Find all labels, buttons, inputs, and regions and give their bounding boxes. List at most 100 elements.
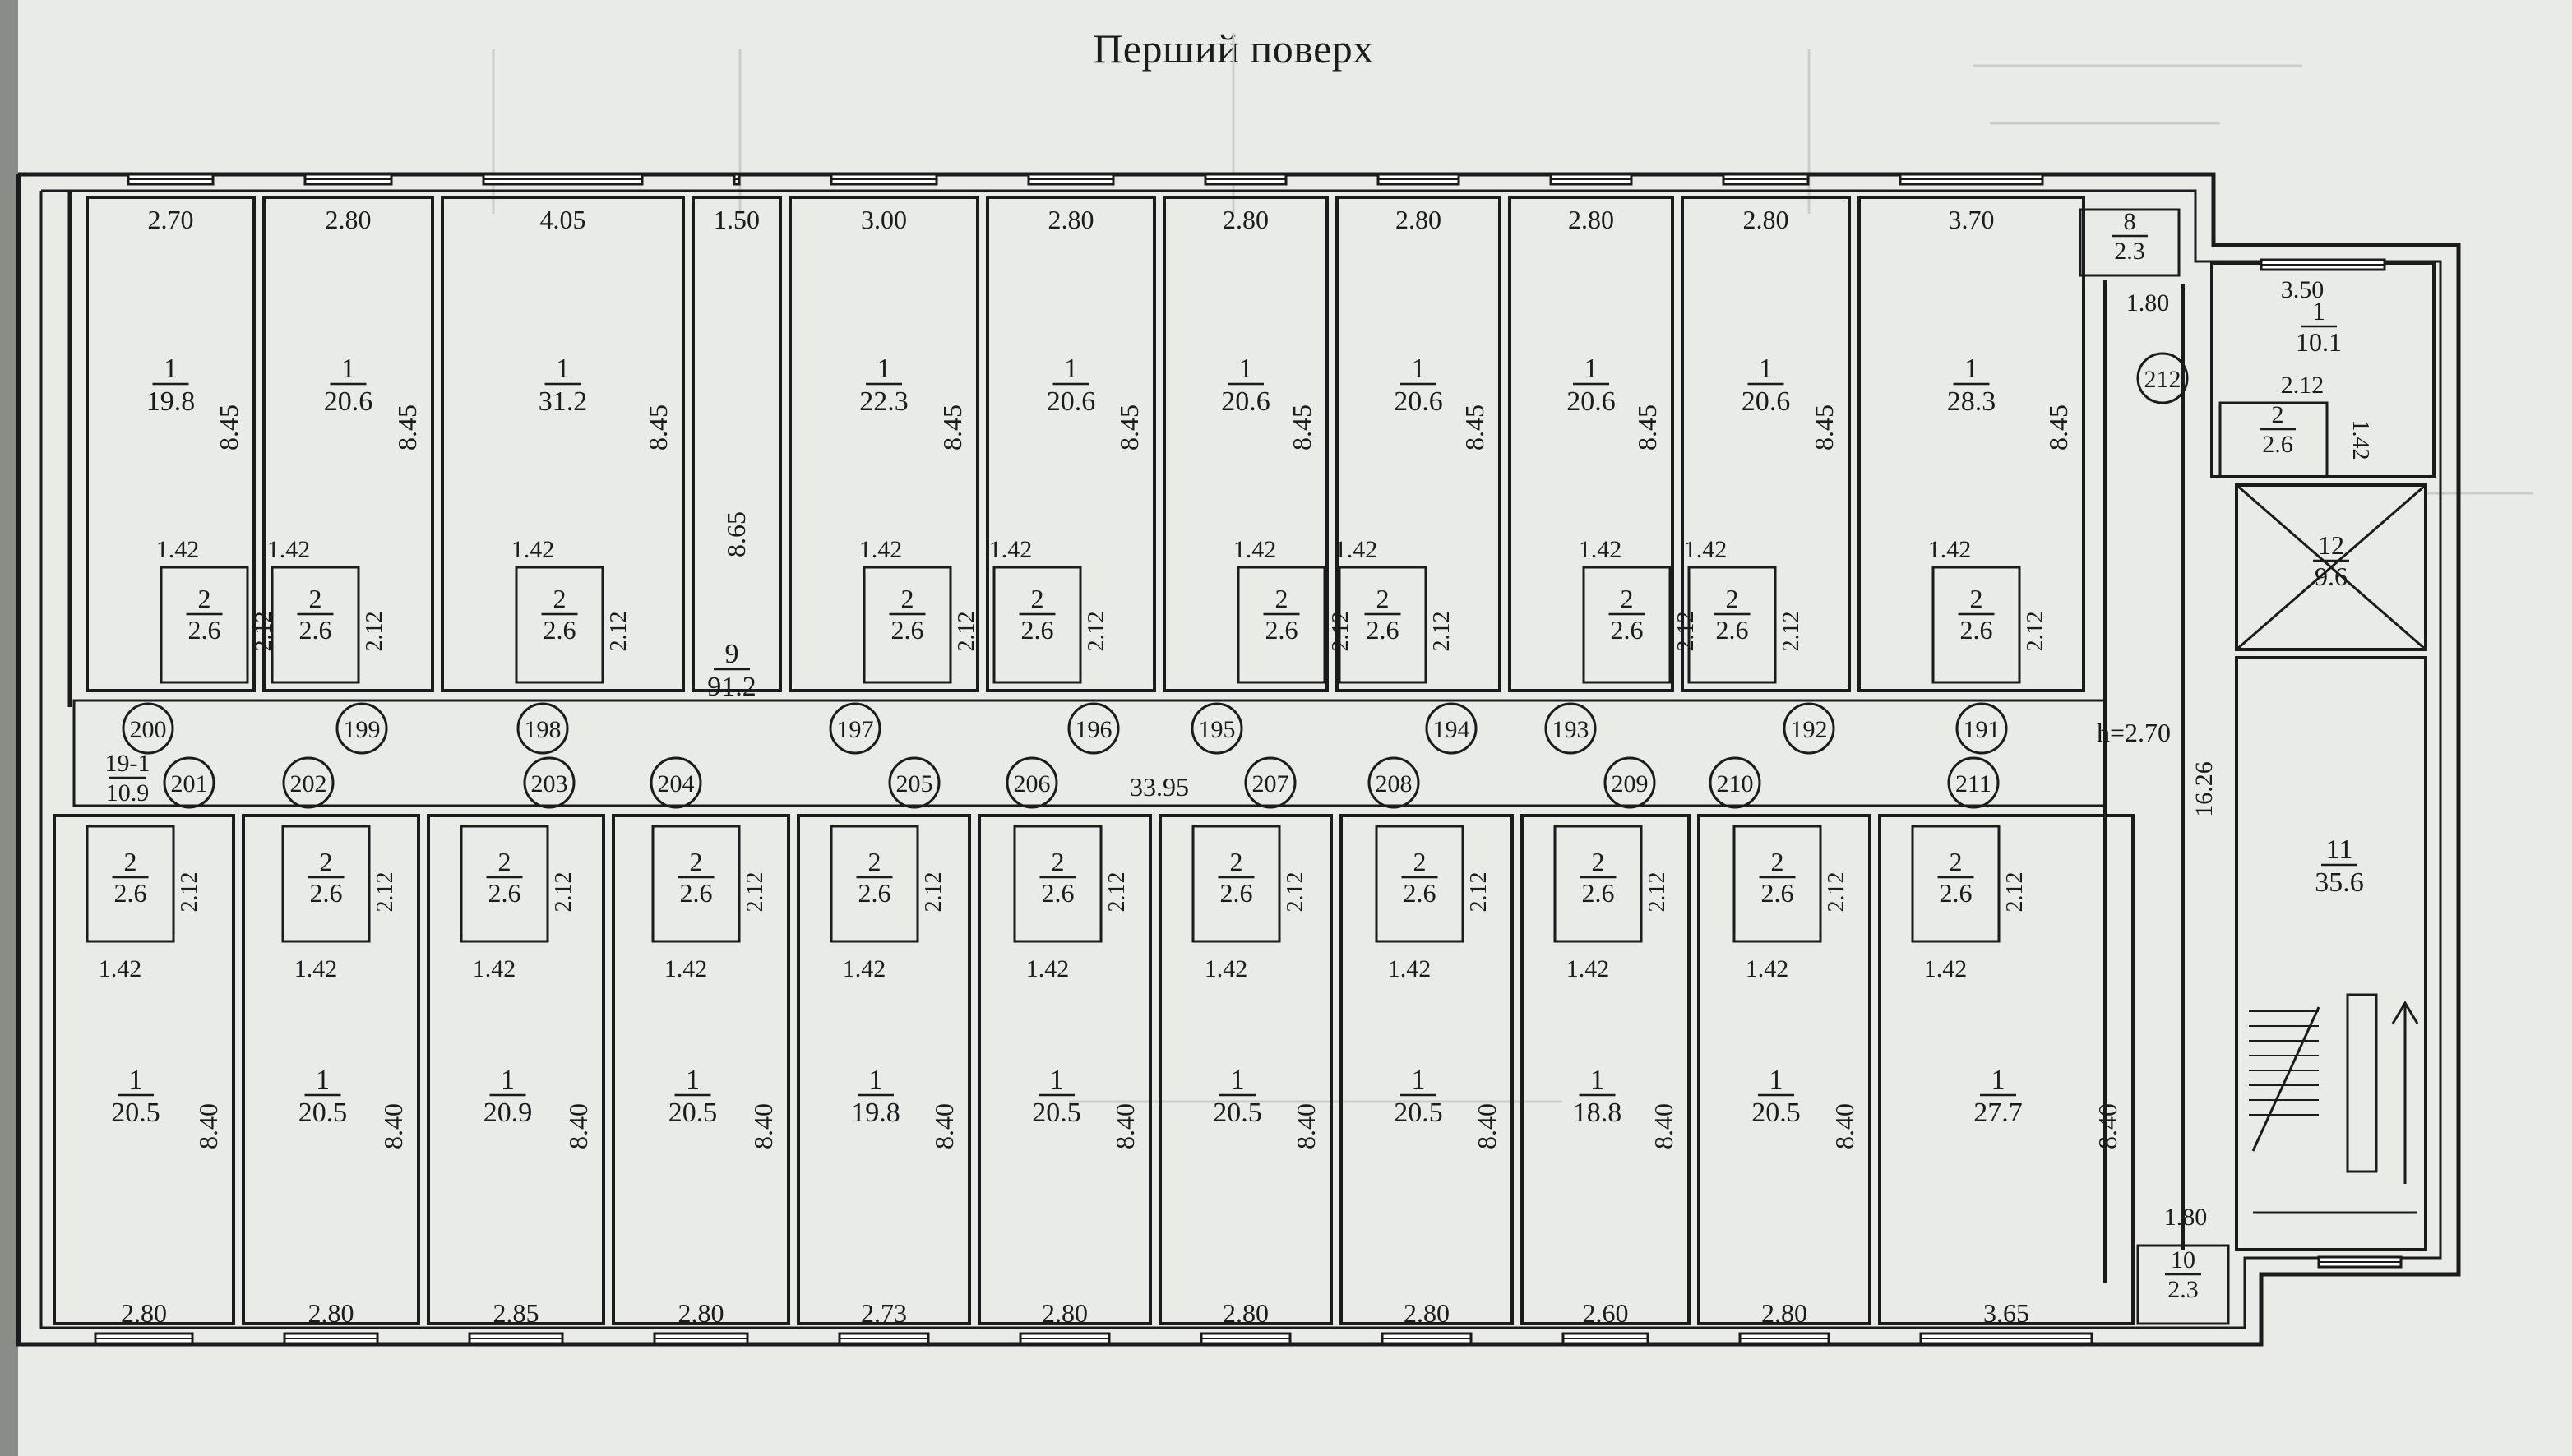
room-width-label: 2.80 xyxy=(1223,1298,1269,1328)
room-depth-label: 8.40 xyxy=(1472,1103,1501,1149)
room-top-9 xyxy=(1508,196,1674,692)
door-number-199: 199 xyxy=(344,716,381,743)
room-top-9-area: 20.6 xyxy=(1566,386,1616,417)
bathroom-top-10-number: 2 xyxy=(1726,584,1739,613)
room-width-label: 2.80 xyxy=(1048,205,1094,234)
room-top-2-number: 1 xyxy=(341,354,355,384)
room-width-label: 2.80 xyxy=(1404,1298,1450,1328)
room-depth-label: 8.45 xyxy=(1459,404,1489,451)
bathroom-width-label: 1.42 xyxy=(1746,955,1789,982)
room-width-label: 3.00 xyxy=(861,205,907,234)
door-number-200: 200 xyxy=(130,716,167,743)
room-8-number: 8 xyxy=(2124,208,2136,235)
door-number-207: 207 xyxy=(1252,770,1289,797)
room-width-label: 1.50 xyxy=(714,205,760,234)
room-depth-label: 8.45 xyxy=(1114,404,1144,451)
bathroom-width-label: 1.42 xyxy=(1579,536,1622,563)
bathroom-bottom-4-number: 2 xyxy=(690,847,703,876)
bathroom-top-8-area: 2.6 xyxy=(1367,615,1399,645)
bathroom-bottom-3-area: 2.6 xyxy=(488,878,521,908)
room-bottom-8-area: 20.5 xyxy=(1394,1098,1443,1128)
bathroom-bottom-5-area: 2.6 xyxy=(858,878,891,908)
room-top-5-area: 22.3 xyxy=(859,386,909,417)
bathroom-width-label: 1.42 xyxy=(843,955,886,982)
bathroom-depth-label: 2.12 xyxy=(1429,612,1455,652)
bathroom-depth-label: 2.12 xyxy=(1673,612,1699,652)
room-top-5-number: 1 xyxy=(877,354,891,384)
bathroom-right-depth-label: 1.42 xyxy=(2348,420,2373,460)
room-bottom-9 xyxy=(1520,814,1691,1325)
bathroom-depth-label: 2.12 xyxy=(954,612,979,652)
room-bottom-3-area: 20.9 xyxy=(483,1098,533,1128)
bathroom-top-6 xyxy=(992,566,1082,684)
room-width-label: 2.80 xyxy=(308,1298,354,1328)
room-depth-label: 8.40 xyxy=(563,1103,593,1149)
bathroom-top-3-number: 2 xyxy=(553,584,567,613)
bathroom-top-2 xyxy=(271,566,360,684)
door-number-196: 196 xyxy=(1076,716,1113,743)
door-number-201: 201 xyxy=(171,770,208,797)
bathroom-bottom-1-area: 2.6 xyxy=(114,878,147,908)
bathroom-bottom-5-number: 2 xyxy=(868,847,881,876)
room-top-8 xyxy=(1335,196,1501,692)
room-8-area: 2.3 xyxy=(2114,238,2145,265)
room-bottom-7 xyxy=(1159,814,1333,1325)
room-depth-label: 8.45 xyxy=(937,404,967,451)
bathroom-top-11-number: 2 xyxy=(1970,584,1983,613)
room-10-number: 10 xyxy=(2171,1246,2195,1273)
bathroom-bottom-8-area: 2.6 xyxy=(1404,878,1436,908)
door-number-192: 192 xyxy=(1791,716,1828,743)
room-width-label: 2.80 xyxy=(1761,1298,1807,1328)
inner-wall-line xyxy=(39,189,2442,1329)
room-top-3 xyxy=(441,196,685,692)
bathroom-bottom-6 xyxy=(1013,825,1103,943)
bathroom-bottom-6-area: 2.6 xyxy=(1042,878,1075,908)
bathroom-top-3 xyxy=(515,566,604,684)
room-top-10-area: 20.6 xyxy=(1742,386,1791,417)
ceiling-height-label: h=2.70 xyxy=(2097,718,2171,747)
room-8 xyxy=(2079,208,2181,277)
room-top-8-number: 1 xyxy=(1412,354,1426,384)
bathroom-width-label: 1.42 xyxy=(1335,536,1378,563)
bathroom-bottom-10 xyxy=(1732,825,1822,943)
room-depth-label: 8.45 xyxy=(214,404,243,451)
room-bottom-7-area: 20.5 xyxy=(1213,1098,1262,1128)
room-depth-label: 8.40 xyxy=(929,1103,959,1149)
door-number-207-circle xyxy=(1244,756,1297,809)
room-bottom-6-area: 20.5 xyxy=(1032,1098,1081,1128)
room-width-label: 2.80 xyxy=(1568,205,1614,234)
room-bottom-4-number: 1 xyxy=(686,1065,700,1095)
bathroom-top-7 xyxy=(1237,566,1326,684)
door-number-204-circle xyxy=(650,756,702,809)
door-number-210-circle xyxy=(1709,756,1761,809)
room-depth-label: 8.45 xyxy=(1632,404,1662,451)
room-12 xyxy=(2235,483,2427,651)
room-bottom-2-number: 1 xyxy=(316,1065,330,1095)
door-number-194-circle xyxy=(1425,702,1478,755)
room-12-area: 9.6 xyxy=(2315,562,2348,591)
room-bottom-6-number: 1 xyxy=(1050,1065,1064,1095)
door-number-202-circle xyxy=(282,756,335,809)
bathroom-width-label: 1.42 xyxy=(1566,955,1610,982)
door-number-212-circle xyxy=(2136,352,2189,404)
bathroom-bottom-9-number: 2 xyxy=(1592,847,1605,876)
room-depth-label: 8.45 xyxy=(1809,404,1839,451)
bathroom-width-label: 1.42 xyxy=(1388,955,1432,982)
stair-arrow-head xyxy=(2391,1001,2419,1024)
bathroom-width-label: 1.42 xyxy=(1026,955,1070,982)
door-number-206-circle xyxy=(1006,756,1058,809)
room-top-9-number: 1 xyxy=(1584,354,1598,384)
bathroom-top-5 xyxy=(863,566,952,684)
room-bottom-5-area: 19.8 xyxy=(851,1098,900,1128)
bathroom-top-9-number: 2 xyxy=(1621,584,1634,613)
room-depth-label: 8.45 xyxy=(1287,404,1316,451)
room-12-cross xyxy=(2236,483,2426,651)
room-bottom-6 xyxy=(978,814,1152,1325)
bathroom-top-10-area: 2.6 xyxy=(1716,615,1749,645)
room-top-4 xyxy=(692,196,782,692)
bathroom-top-6-area: 2.6 xyxy=(1021,615,1054,645)
room-11-number: 11 xyxy=(2326,834,2353,865)
room-bottom-9-number: 1 xyxy=(1590,1065,1604,1095)
